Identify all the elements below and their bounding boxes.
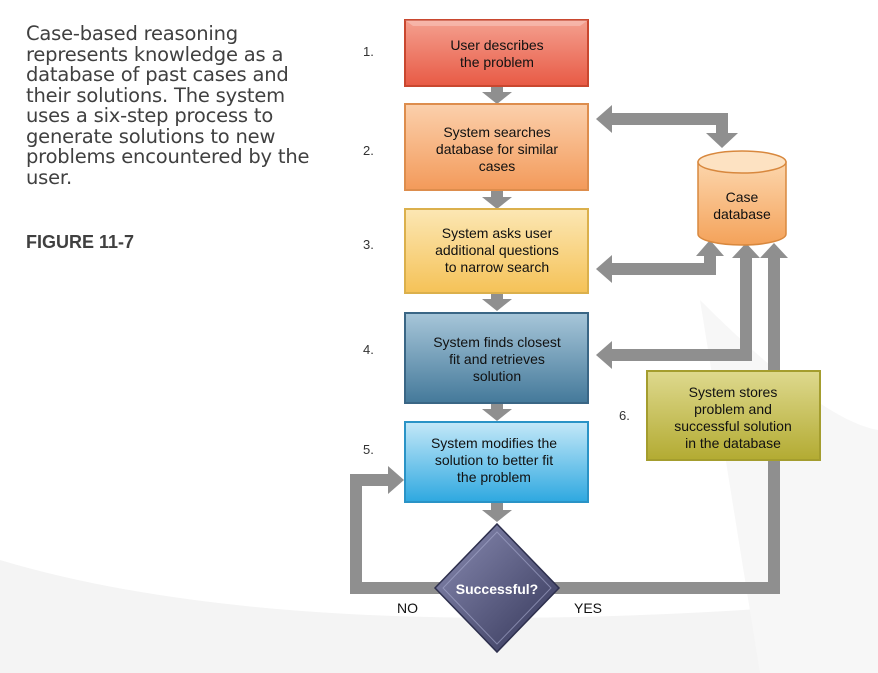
figure-label: FIGURE 11-7 [26, 232, 135, 252]
step-5-number: 5. [363, 442, 374, 457]
decision-diamond: Successful? [433, 522, 561, 654]
step-3-number: 3. [363, 237, 374, 252]
step-2-number: 2. [363, 143, 374, 158]
yes-label: YES [574, 600, 602, 616]
step-6-number: 6. [619, 408, 630, 423]
decision-label: Successful? [456, 581, 538, 597]
step-1-number: 1. [363, 44, 374, 59]
connector-arrows [350, 86, 788, 594]
step-4-number: 4. [363, 342, 374, 357]
no-label: NO [397, 600, 418, 616]
figure-caption: Case-based reasoning represents knowledg… [26, 22, 310, 189]
